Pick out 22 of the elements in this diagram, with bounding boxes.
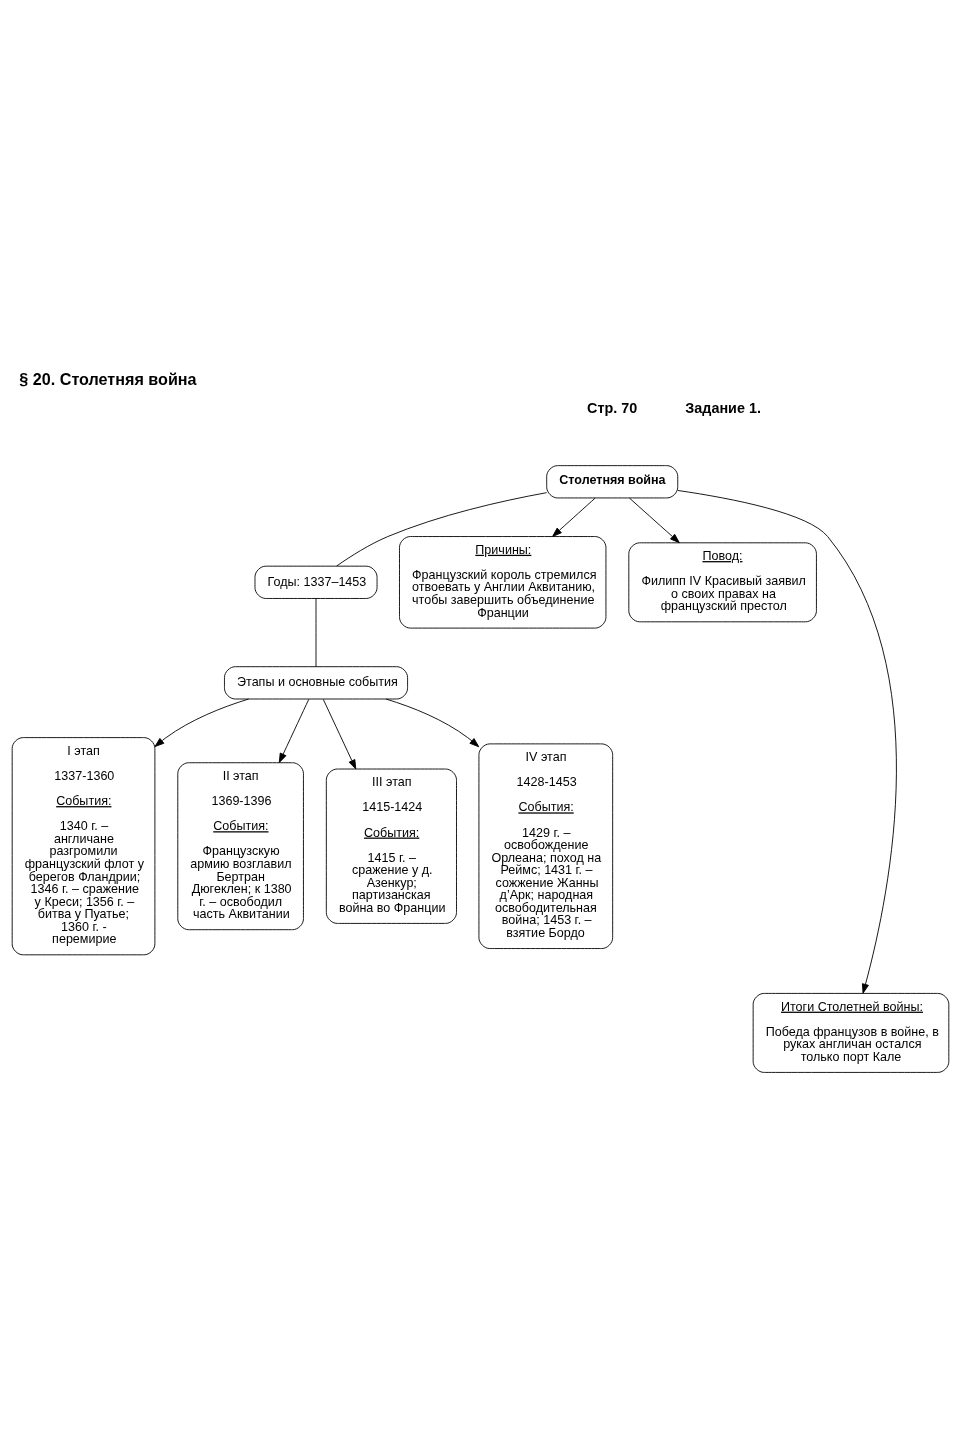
node-box: I этап 1337-1360 События: 1340 г. – англичане разгромили французский флот у берегов Фландрии; 1346 г. – сражение у Креси; 1356 г. – битва у Пуатье; 1360 г. - перемирие	[11, 737, 156, 956]
arrow	[385, 698, 480, 748]
connector	[315, 598, 317, 668]
node-box: II этап 1369-1396 События: Французскую армию возглавил Бертран Дюгеклен; к 1380 г. – освободил часть Аквитании	[177, 762, 304, 931]
node-box: Годы: 1337–1453	[254, 565, 378, 599]
connector	[336, 492, 548, 567]
arrow	[629, 497, 680, 544]
node-box: Итоги Столетней войны: Победа французов в войне, в руках англичан остался только порт Кале	[752, 992, 950, 1073]
arrow	[278, 698, 310, 763]
arrow	[677, 490, 897, 994]
diagram-title: § 20. Столетняя война	[19, 370, 197, 389]
label: Стр. 70	[587, 400, 638, 417]
node-box: Повод: Филипп IV Красивый заявил о своих правах на французский престол	[628, 542, 817, 623]
node-box: IV этап 1428-1453 События: 1429 г. – освобождение Орлеана; поход на Реймс; 1431 г. – сожжение Жанны д’Арк; народная освободительная война; 1453 г. – взятие Бордо	[478, 743, 614, 949]
node-box: Этапы и основные события	[224, 666, 408, 700]
node-box: Столетняя война	[546, 465, 679, 499]
arrow	[154, 698, 250, 747]
node-box: III этап 1415-1424 События: 1415 г. – сражение у д. Азенкур; партизанская война во Франции	[325, 768, 457, 924]
node-box: Причины: Французский король стремился отвоевать у Англии Аквитанию, чтобы завершить объединение Франции	[399, 536, 607, 629]
label: Задание 1.	[685, 400, 761, 417]
arrow	[552, 497, 596, 537]
arrow	[322, 698, 357, 770]
